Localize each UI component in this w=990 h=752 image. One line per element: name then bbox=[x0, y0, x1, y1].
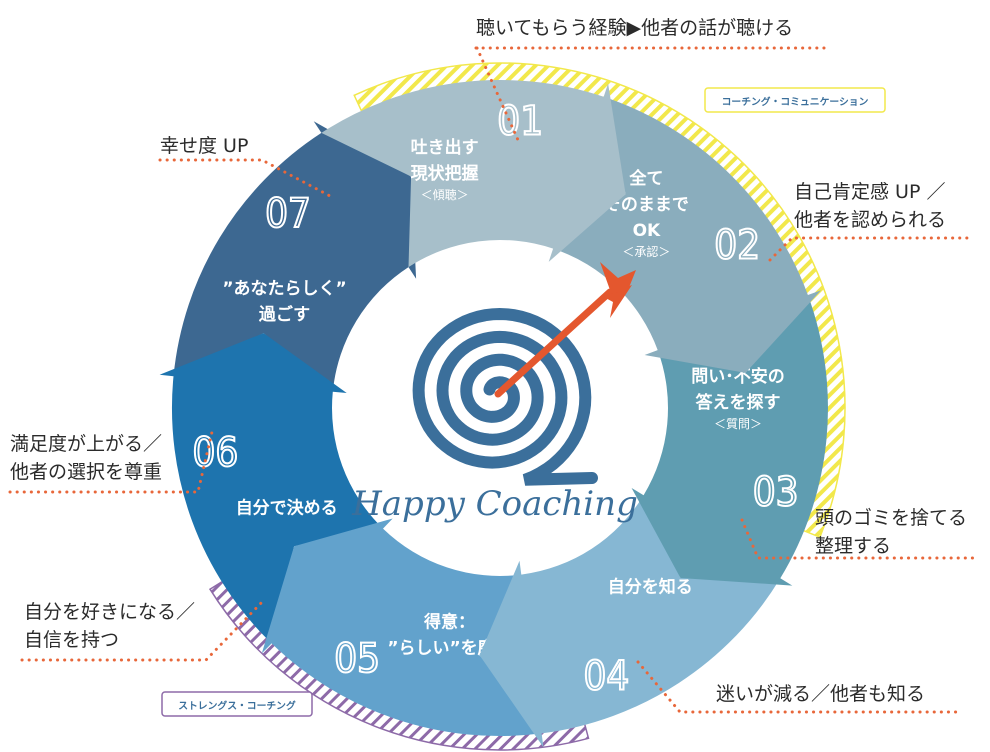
annotation-notes: 聴いてもらう経験▶他者の話が聴ける 自己肯定感 UP ／ 他者を認められる 頭の… bbox=[10, 17, 973, 705]
note-01-line-1: 聴いてもらう経験▶他者の話が聴ける bbox=[476, 17, 793, 39]
strengths-tag: ストレングス・コーチング bbox=[161, 691, 313, 717]
note-02-line-2: 他者を認められる bbox=[794, 209, 946, 231]
note-02-line-1: 自己肯定感 UP ／ bbox=[794, 181, 945, 203]
note-05-line-1: 自分を好きになる／ bbox=[24, 601, 195, 623]
note-05-line-2: 自信を持つ bbox=[24, 629, 119, 651]
segment-01-shape bbox=[321, 79, 626, 268]
brand-title: Happy Coaching bbox=[351, 484, 638, 524]
note-05: 自分を好きになる／ 自信を持つ bbox=[24, 601, 201, 651]
segment-06-title-1: 自分で決める bbox=[236, 498, 338, 519]
segment-07-title-1: ”あなたらしく” bbox=[222, 279, 346, 299]
leader-line-06 bbox=[8, 430, 214, 494]
segment-02-title-2: そのままで bbox=[604, 195, 689, 215]
segment-03-title-2: 答えを探す bbox=[696, 392, 781, 413]
segment-02-title-3: OK bbox=[633, 221, 661, 241]
segment-07-shape bbox=[173, 121, 417, 392]
segment-06: 06 自分で決める bbox=[159, 333, 383, 644]
segment-03-title-1: 問い･不安の bbox=[691, 366, 785, 387]
segment-01-title-1: 吐き出す bbox=[411, 137, 479, 158]
note-01: 聴いてもらう経験▶他者の話が聴ける bbox=[476, 17, 793, 39]
note-06-line-2: 他者の選択を尊重 bbox=[10, 461, 162, 483]
segment-02-number: 02 bbox=[714, 223, 760, 269]
leader-line-01-drop bbox=[475, 46, 520, 142]
leader-line-03 bbox=[740, 518, 980, 560]
note-03-line-1: 頭のゴミを捨てる bbox=[815, 507, 967, 529]
note-03-line-2: 整理する bbox=[815, 535, 891, 557]
note-04-line-1: 迷いが減る／他者も知る bbox=[716, 683, 925, 705]
segment-05-number: 05 bbox=[334, 636, 380, 682]
coaching-tag-label: コーチング・コミュニケーション bbox=[722, 95, 869, 108]
note-03: 頭のゴミを捨てる 整理する bbox=[815, 507, 973, 557]
segment-07-title-2: 過ごす bbox=[259, 304, 310, 325]
strengths-tag-box bbox=[161, 691, 313, 717]
leader-line-05 bbox=[20, 598, 266, 662]
strengths-tag-label: ストレングス・コーチング bbox=[178, 699, 296, 712]
coaching-tag: コーチング・コミュニケーション bbox=[704, 87, 886, 113]
segment-03-number: 03 bbox=[753, 470, 799, 516]
segment-01-title-2: 現状把握 bbox=[411, 163, 479, 184]
segment-04-shape bbox=[479, 495, 781, 748]
segment-06-shape bbox=[159, 333, 383, 644]
note-07-line-1: 幸せ度 UP bbox=[160, 135, 248, 157]
note-06: 満足度が上がる／ 他者の選択を尊重 bbox=[10, 433, 168, 483]
leader-line-07 bbox=[158, 158, 332, 198]
segment-01-subtitle: ＜傾聴＞ bbox=[421, 188, 469, 202]
leader-lines bbox=[8, 46, 980, 714]
segment-03-shape bbox=[631, 295, 828, 586]
spiral-target-icon bbox=[412, 307, 598, 486]
segment-04-number: 04 bbox=[584, 654, 630, 700]
segment-03-subtitle: ＜質問＞ bbox=[714, 416, 762, 431]
leader-line-02 bbox=[768, 236, 970, 262]
cycle-ring: 07”あなたらしく”過ごす06自分で決める05得意：”らしい”を磨く04自分を知… bbox=[159, 79, 828, 748]
dart-feather-icon bbox=[600, 262, 636, 294]
note-06-line-1: 満足度が上がる／ bbox=[10, 433, 162, 455]
segment-07-number: 07 bbox=[265, 191, 311, 237]
segment-04: 04 自分を知る bbox=[479, 495, 781, 748]
segment-05-title-1: 得意： bbox=[423, 612, 475, 633]
segment-05-shape bbox=[261, 518, 542, 737]
leader-line-04 bbox=[636, 660, 960, 714]
segment-07: 07 ”あなたらしく” 過ごす bbox=[173, 121, 417, 392]
segment-04-title-1: 自分を知る bbox=[608, 577, 693, 598]
center-target: Happy Coaching bbox=[351, 262, 638, 524]
note-07: 幸せ度 UP bbox=[160, 135, 248, 157]
note-02: 自己肯定感 UP ／ 他者を認められる bbox=[794, 181, 952, 231]
coaching-tag-box bbox=[704, 87, 886, 113]
note-04: 迷いが減る／他者も知る bbox=[716, 683, 925, 705]
segment-06-number: 06 bbox=[193, 430, 239, 476]
dart-shaft bbox=[494, 288, 614, 398]
segment-02-subtitle: ＜承認＞ bbox=[622, 244, 670, 259]
segment-02-title-1: 全て bbox=[628, 168, 663, 189]
dart-head-icon bbox=[602, 285, 632, 318]
